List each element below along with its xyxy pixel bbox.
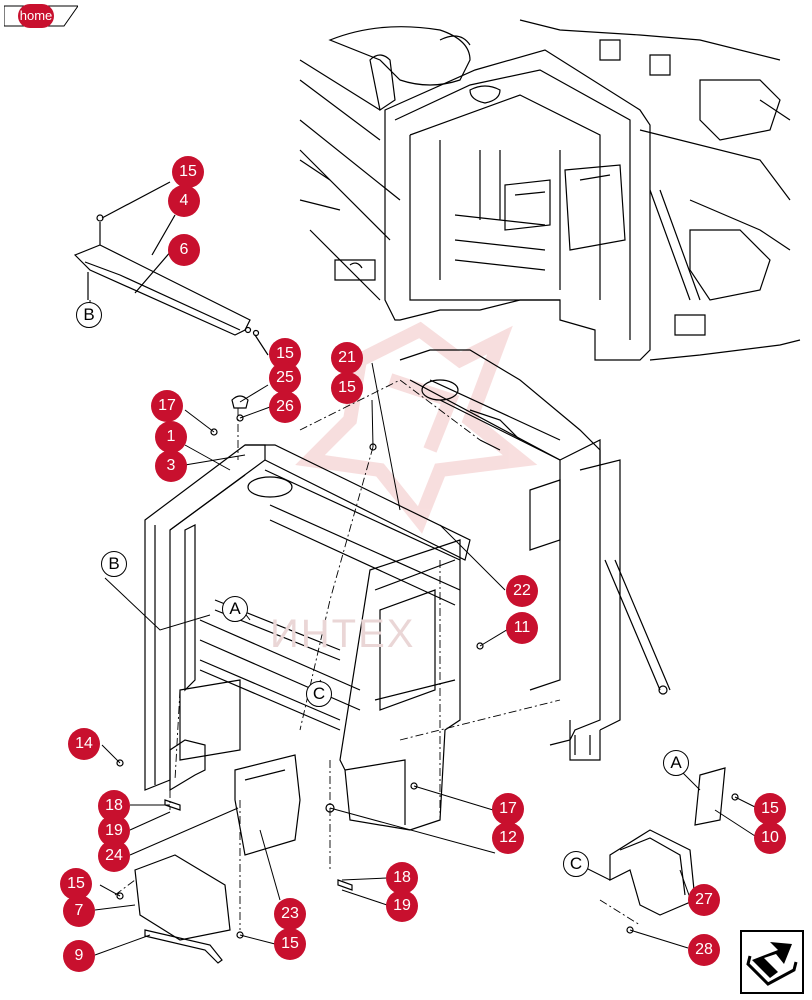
callout-23[interactable]: 23 bbox=[274, 898, 306, 930]
callout-24[interactable]: 24 bbox=[98, 840, 130, 872]
callout-28[interactable]: 28 bbox=[688, 934, 720, 966]
callout-15[interactable]: 15 bbox=[172, 156, 204, 188]
ref-marker-b: B bbox=[76, 302, 102, 328]
bracket-b bbox=[73, 181, 269, 356]
callout-1[interactable]: 1 bbox=[155, 421, 187, 453]
ref-marker-a: A bbox=[222, 596, 248, 622]
ref-marker-c: C bbox=[563, 851, 589, 877]
ref-marker-b: B bbox=[101, 551, 127, 577]
callout-26[interactable]: 26 bbox=[269, 391, 301, 423]
watermark-emblem bbox=[295, 321, 538, 534]
callout-25[interactable]: 25 bbox=[269, 362, 301, 394]
callout-17[interactable]: 17 bbox=[492, 793, 524, 825]
ref-marker-c: C bbox=[306, 681, 332, 707]
callout-15[interactable]: 15 bbox=[331, 372, 363, 404]
callout-18[interactable]: 18 bbox=[98, 790, 130, 822]
home-label: home bbox=[18, 4, 54, 28]
callout-14[interactable]: 14 bbox=[68, 728, 100, 760]
ref-marker-a: A bbox=[663, 750, 689, 776]
callout-21[interactable]: 21 bbox=[331, 342, 363, 374]
callout-18[interactable]: 18 bbox=[386, 862, 418, 894]
callout-12[interactable]: 12 bbox=[492, 822, 524, 854]
machine-overview bbox=[299, 19, 801, 361]
home-tab[interactable]: home bbox=[4, 4, 78, 28]
callout-4[interactable]: 4 bbox=[168, 185, 200, 217]
next-page-arrow-icon bbox=[740, 930, 804, 994]
callout-27[interactable]: 27 bbox=[688, 884, 720, 916]
callout-3[interactable]: 3 bbox=[155, 450, 187, 482]
callout-15[interactable]: 15 bbox=[754, 793, 786, 825]
watermark-text: ИНТЕХ bbox=[270, 612, 416, 656]
next-page-button[interactable] bbox=[740, 930, 804, 994]
radiator-assembly bbox=[116, 349, 739, 964]
callout-19[interactable]: 19 bbox=[386, 890, 418, 922]
callout-19[interactable]: 19 bbox=[98, 815, 130, 847]
callout-9[interactable]: 9 bbox=[63, 940, 95, 972]
callout-15[interactable]: 15 bbox=[274, 928, 306, 960]
callout-6[interactable]: 6 bbox=[168, 234, 200, 266]
callout-10[interactable]: 10 bbox=[754, 822, 786, 854]
callout-11[interactable]: 11 bbox=[506, 612, 538, 644]
callout-17[interactable]: 17 bbox=[151, 390, 183, 422]
callout-7[interactable]: 7 bbox=[63, 895, 95, 927]
callout-15[interactable]: 15 bbox=[60, 868, 92, 900]
callout-22[interactable]: 22 bbox=[506, 575, 538, 607]
